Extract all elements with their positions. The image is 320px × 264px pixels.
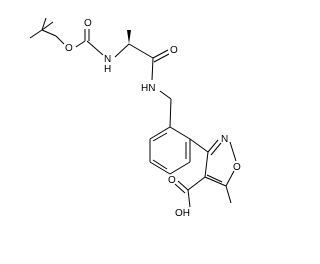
bond <box>210 142 222 156</box>
bond <box>225 170 235 187</box>
bond <box>169 98 172 128</box>
bond <box>229 141 237 162</box>
atom-label-n-carbamate: N <box>104 54 111 65</box>
bond <box>86 40 104 56</box>
atom-labels: O O N H O HN N O OH O <box>65 18 241 219</box>
bond <box>151 57 154 81</box>
bond <box>153 53 170 63</box>
bond <box>152 49 169 59</box>
atom-label-o-ether: O <box>65 43 73 54</box>
molecule-diagram: O O N H O HN N O OH O <box>29 17 241 219</box>
atom-label-o-amide-carbonyl: O <box>170 45 178 56</box>
atom-label-o-carbamate-carbonyl: O <box>84 18 92 29</box>
bond <box>152 159 168 170</box>
bond <box>41 29 57 37</box>
atom-label-h-carbamate: H <box>104 64 111 75</box>
bond <box>29 29 43 39</box>
bond <box>159 90 172 100</box>
bond <box>169 126 191 140</box>
bond <box>189 138 209 153</box>
wedge-bond <box>127 30 131 44</box>
bond <box>187 176 206 191</box>
bond <box>206 174 223 183</box>
bond <box>152 132 168 142</box>
atom-label-oh-carboxylic: OH <box>175 208 190 219</box>
atom-label-o-carboxylic: O <box>168 175 176 186</box>
atom-label-hn-amide: HN <box>141 83 155 94</box>
bond <box>114 43 130 58</box>
atom-label-n-isoxazole: N <box>221 134 228 145</box>
structure-svg: O O N H O HN N O OH O <box>29 17 241 219</box>
bond <box>41 17 47 31</box>
bond <box>174 183 186 194</box>
atom-label-o-isoxazole: O <box>233 162 241 173</box>
bond <box>204 151 209 178</box>
bond <box>149 126 171 140</box>
bond <box>75 40 86 48</box>
bond <box>204 176 227 187</box>
bonds <box>29 17 237 208</box>
bond <box>177 180 189 191</box>
bond <box>128 43 154 59</box>
bond <box>149 161 171 175</box>
bond <box>207 139 219 153</box>
bond <box>41 21 54 31</box>
bond <box>187 189 191 208</box>
bond <box>55 35 65 45</box>
bond <box>225 185 232 204</box>
bond <box>169 161 191 175</box>
